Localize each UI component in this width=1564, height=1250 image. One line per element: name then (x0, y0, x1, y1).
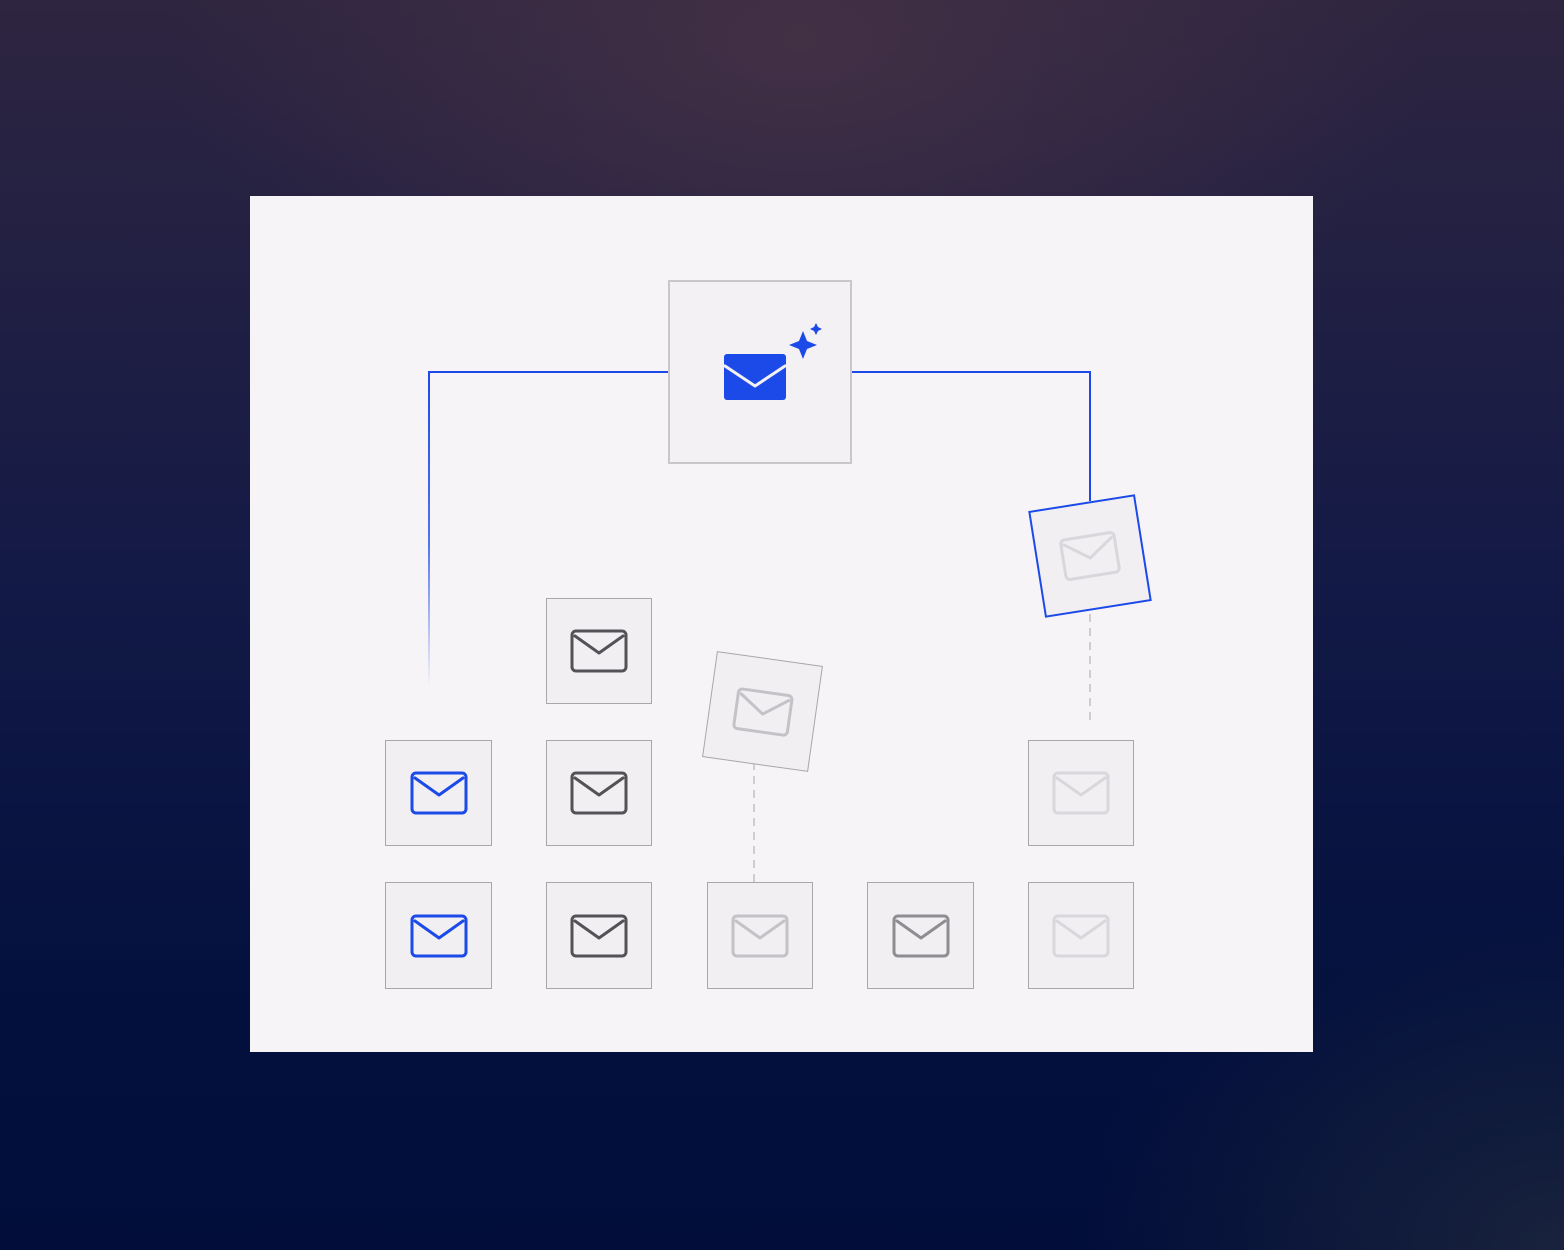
mail-icon (1052, 914, 1110, 957)
mail-tile (1028, 882, 1134, 989)
mail-tile (546, 882, 652, 989)
mail-tile (1028, 740, 1134, 846)
connector-right (852, 371, 1091, 501)
connector-lines (428, 371, 1091, 882)
mail-icon (410, 914, 467, 957)
mail-icon (570, 629, 628, 673)
selected-mail-tile (1028, 494, 1152, 618)
mail-icon (410, 771, 467, 815)
mail-tile (707, 882, 813, 989)
diagram-card (250, 196, 1313, 1052)
mail-tile (546, 740, 652, 846)
mail-sparkle-icon (723, 323, 822, 400)
connector-left (428, 371, 668, 686)
mail-icon (731, 914, 789, 957)
hub-node (668, 280, 852, 464)
mail-icon (1059, 531, 1121, 581)
mail-icon (1052, 771, 1110, 815)
mail-icon (570, 771, 628, 815)
moving-mail-tile (702, 651, 823, 772)
mail-tile (385, 740, 492, 846)
mail-icon (892, 914, 949, 957)
mail-icon (731, 686, 794, 737)
mail-tile (546, 598, 652, 704)
mail-tile (385, 882, 492, 989)
mail-icon (570, 914, 628, 957)
mail-tile (867, 882, 974, 989)
